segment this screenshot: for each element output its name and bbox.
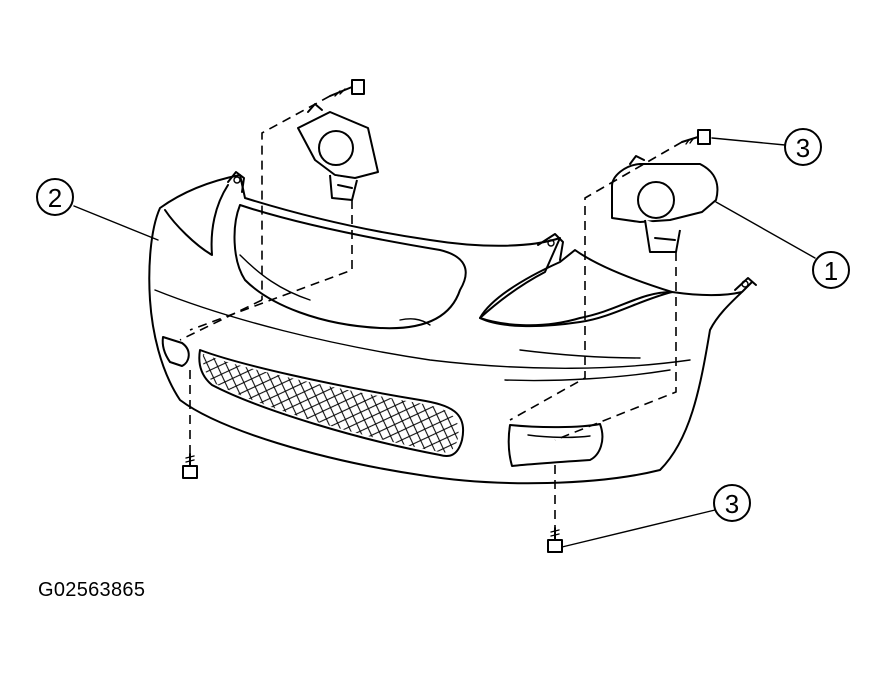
figure-code: G02563865 xyxy=(38,579,146,601)
callout-2-label: 2 xyxy=(48,183,62,213)
callout-1-label: 1 xyxy=(824,256,838,286)
front-bumper-cover xyxy=(148,171,757,485)
bolt-top-right xyxy=(681,129,711,145)
callout-3-top-label: 3 xyxy=(796,133,810,163)
callout-1: 1 xyxy=(812,251,850,289)
callout-2: 2 xyxy=(36,178,74,216)
bolt-top-left xyxy=(329,79,365,97)
callout-3-bottom-label: 3 xyxy=(725,489,739,519)
bolt-bottom-right xyxy=(547,527,563,553)
leader-lines xyxy=(73,137,816,548)
left-fog-lamp xyxy=(297,103,379,201)
assembly-dashed-lines xyxy=(179,95,683,528)
bolt-bottom-left xyxy=(182,453,198,479)
right-fog-lamp xyxy=(611,155,719,253)
callout-3-bottom: 3 xyxy=(713,484,751,522)
callout-3-top: 3 xyxy=(784,128,822,166)
